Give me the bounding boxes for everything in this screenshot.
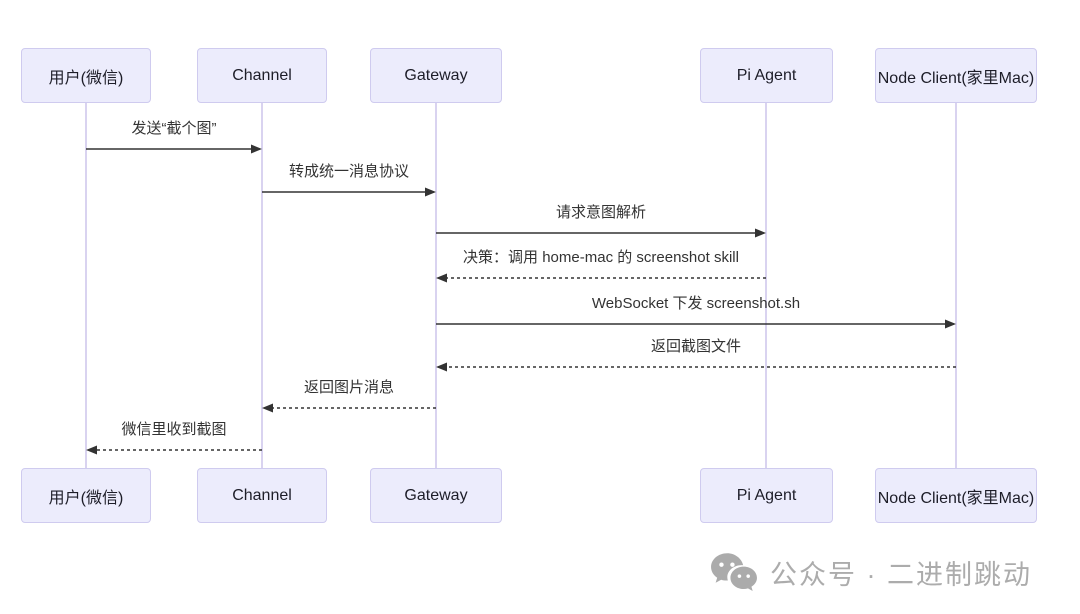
message-label-4: 决策：调用 home-mac 的 screenshot skill (463, 249, 739, 266)
arrowhead-6 (436, 362, 447, 372)
message-label-2: 转成统一消息协议 (288, 163, 410, 180)
arrowhead-7 (262, 403, 273, 413)
actor-box-bottom-gateway: Gateway (370, 468, 502, 523)
actor-box-bottom-pi-agent: Pi Agent (700, 468, 833, 523)
arrowhead-3 (755, 228, 766, 238)
lifeline-node-client-home-mac (955, 103, 957, 468)
arrowhead-5 (945, 319, 956, 329)
message-label-8: 微信里收到截图 (121, 421, 227, 438)
arrowhead-2 (425, 187, 436, 197)
watermark-text: 公众号 · 二进制跳动 (770, 559, 1032, 590)
actor-box-bottom-user-wechat: 用户(微信) (21, 468, 151, 523)
actor-box-top-user-wechat: 用户(微信) (21, 48, 151, 103)
lifeline-pi-agent (765, 103, 767, 468)
wechat-icon (710, 551, 758, 593)
message-label-1: 发送“截个图” (131, 120, 217, 137)
lifeline-user-wechat (85, 103, 87, 468)
message-label-5: WebSocket 下发 screenshot.sh (591, 295, 801, 312)
message-label-6: 返回截图文件 (650, 338, 742, 355)
message-label-7: 返回图片消息 (303, 379, 395, 396)
actor-box-top-gateway: Gateway (370, 48, 502, 103)
arrowhead-4 (436, 273, 447, 283)
actor-box-bottom-channel: Channel (197, 468, 327, 523)
actor-box-top-node-client-home-mac: Node Client(家里Mac) (875, 48, 1037, 103)
message-label-3: 请求意图解析 (555, 204, 647, 221)
lifeline-gateway (435, 103, 437, 468)
actor-box-top-channel: Channel (197, 48, 327, 103)
arrowhead-1 (251, 144, 262, 154)
actor-box-bottom-node-client-home-mac: Node Client(家里Mac) (875, 468, 1037, 523)
arrowhead-8 (86, 445, 97, 455)
wechat-watermark: 公众号 · 二进制跳动 (710, 548, 1032, 596)
actor-box-top-pi-agent: Pi Agent (700, 48, 833, 103)
lifeline-channel (261, 103, 263, 468)
